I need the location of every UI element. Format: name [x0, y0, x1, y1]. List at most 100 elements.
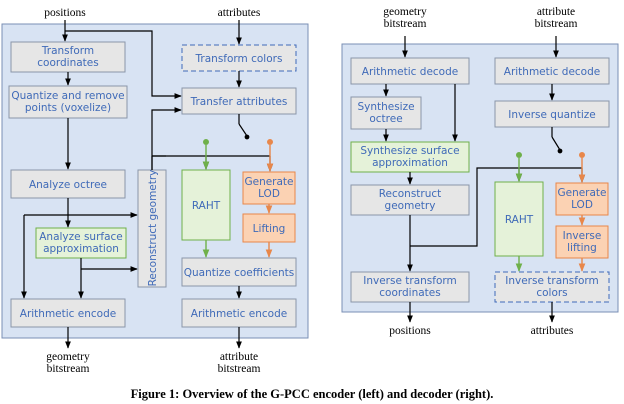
encoder-orange-path [265, 138, 274, 258]
arithmetic-encode-geometry-block: Arithmetic encode [10, 298, 126, 328]
arithmetic-decode-attribute-block: Arithmetic decode [494, 57, 610, 85]
text-line: Analyze surface [39, 231, 123, 243]
svg-text:RAHT: RAHT [192, 200, 221, 212]
text-line: Synthesize surface [360, 145, 459, 157]
text-line: colors [536, 287, 567, 299]
text-line: LOD [571, 199, 593, 211]
svg-text:Arithmetic decode: Arithmetic decode [504, 66, 600, 78]
text-line: bitstream [384, 18, 427, 30]
text-line: Inverse transform [505, 275, 599, 287]
figure-caption: Figure 1: Overview of the G-PCC encoder … [131, 387, 494, 401]
encoder-green-path [202, 138, 210, 258]
text-line: Synthesize [357, 101, 414, 113]
raht-encoder-block: RAHT [181, 169, 231, 241]
decoder-output-attributes: attributes [531, 325, 574, 337]
text-line: Inverse [563, 230, 602, 242]
svg-text:Analyze octree: Analyze octree [29, 179, 107, 191]
text-line: lifting [567, 242, 597, 254]
text-line: coordinates [37, 57, 98, 69]
text-line: attribute [220, 351, 258, 363]
lifting-block: Lifting [242, 213, 296, 243]
text-line: approximation [372, 157, 448, 169]
svg-text:Transfer attributes: Transfer attributes [190, 96, 288, 108]
inverse-quantize-block: Inverse quantize [494, 100, 610, 128]
svg-text:Arithmetic decode: Arithmetic decode [362, 66, 458, 78]
text-line: Arithmetic encode [20, 308, 116, 320]
decoder-green-path [515, 151, 523, 272]
text-line: Arithmetic decode [362, 66, 458, 78]
text-line: Transfer attributes [190, 96, 288, 108]
reconstruct-geometry-block: Reconstruct geometry [137, 169, 167, 288]
text-line: LOD [258, 188, 280, 200]
svg-text:Reconstruct geometry: Reconstruct geometry [147, 170, 159, 287]
svg-text:Transform colors: Transform colors [195, 53, 283, 65]
text-line: geometry [385, 200, 436, 212]
text-line: Generate [244, 176, 293, 188]
text-line: Arithmetic decode [504, 66, 600, 78]
text-line: geometry [383, 6, 427, 18]
text-line: attribute [537, 6, 575, 18]
quantize-coefficients-block: Quantize coefficients [181, 257, 297, 287]
encoder-input-positions: positions [44, 7, 86, 19]
svg-text:RAHT: RAHT [505, 214, 534, 226]
decoder-background [341, 43, 619, 313]
raht-decoder-block: RAHT [494, 181, 544, 257]
text-line: points (voxelize) [25, 102, 111, 114]
text-line: RAHT [505, 214, 534, 226]
text-line: octree [369, 113, 402, 125]
text-line: Inverse transform [363, 275, 457, 287]
encoder-input-attributes: attributes [218, 7, 261, 19]
analyze-octree-block: Analyze octree [10, 169, 126, 199]
svg-text:Arithmetic encode: Arithmetic encode [20, 308, 116, 320]
svg-text:Inverse quantize: Inverse quantize [508, 109, 595, 121]
svg-text:Quantize coefficients: Quantize coefficients [184, 267, 295, 279]
decoder-output-positions: positions [389, 325, 431, 337]
decoder-orange-path [578, 151, 586, 272]
transform-colors-block: Transform colors [181, 44, 297, 72]
svg-text:Lifting: Lifting [253, 223, 286, 235]
transfer-attributes-block: Transfer attributes [181, 87, 297, 115]
encoder-connectors [21, 20, 273, 349]
text-line: Lifting [253, 223, 286, 235]
arithmetic-decode-geometry-block: Arithmetic decode [350, 57, 470, 85]
text-line: Arithmetic encode [191, 308, 287, 320]
text-line: bitstream [535, 18, 578, 30]
text-line: Quantize coefficients [184, 267, 295, 279]
text-line: Transform colors [195, 53, 283, 65]
text-line: RAHT [192, 200, 221, 212]
svg-text:Arithmetic encode: Arithmetic encode [191, 308, 287, 320]
text-line: Quantize and remove [11, 90, 124, 102]
text-line: Analyze octree [29, 179, 107, 191]
text-line: Transform [41, 45, 94, 57]
text-line: Reconstruct [379, 188, 442, 200]
arithmetic-encode-attribute-block: Arithmetic encode [181, 298, 297, 328]
